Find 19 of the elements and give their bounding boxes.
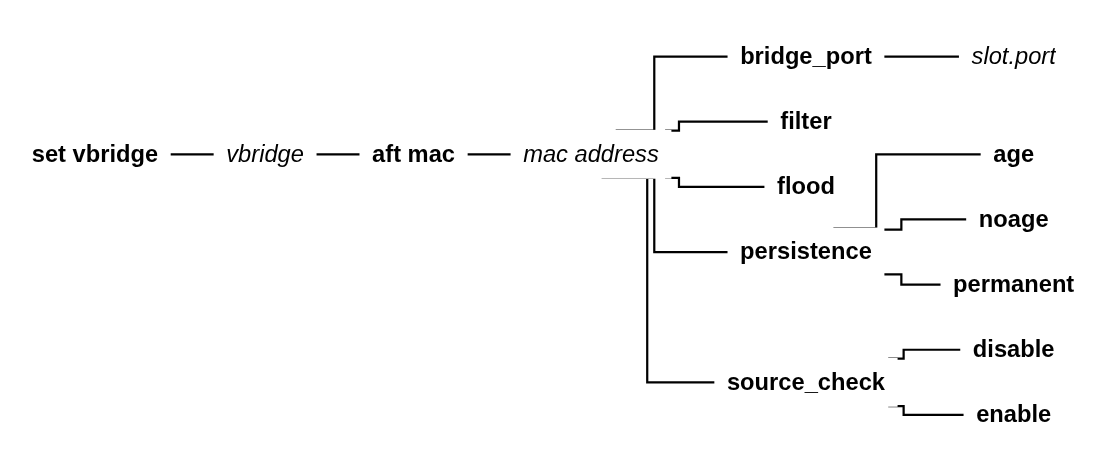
node-text: disable bbox=[972, 336, 1055, 362]
connector bbox=[883, 55, 960, 58]
node-text: source_check bbox=[726, 368, 886, 394]
node-text: age bbox=[993, 140, 1035, 166]
connector bbox=[170, 152, 215, 156]
node-text: aft mac bbox=[372, 140, 456, 166]
node-text: flood bbox=[777, 173, 835, 199]
connector bbox=[315, 152, 361, 156]
node-text: permanent bbox=[953, 271, 1075, 297]
node-text: noage bbox=[978, 205, 1049, 232]
node-text: enable bbox=[976, 401, 1052, 427]
node-text: vbridge bbox=[226, 140, 304, 166]
node-text: filter bbox=[780, 108, 832, 134]
node-text: slot.port bbox=[971, 42, 1056, 69]
node-text: bridge_port bbox=[740, 42, 872, 69]
node-text: set vbridge bbox=[31, 140, 159, 166]
connector bbox=[883, 218, 967, 231]
connector bbox=[883, 273, 942, 286]
connector bbox=[466, 152, 512, 156]
